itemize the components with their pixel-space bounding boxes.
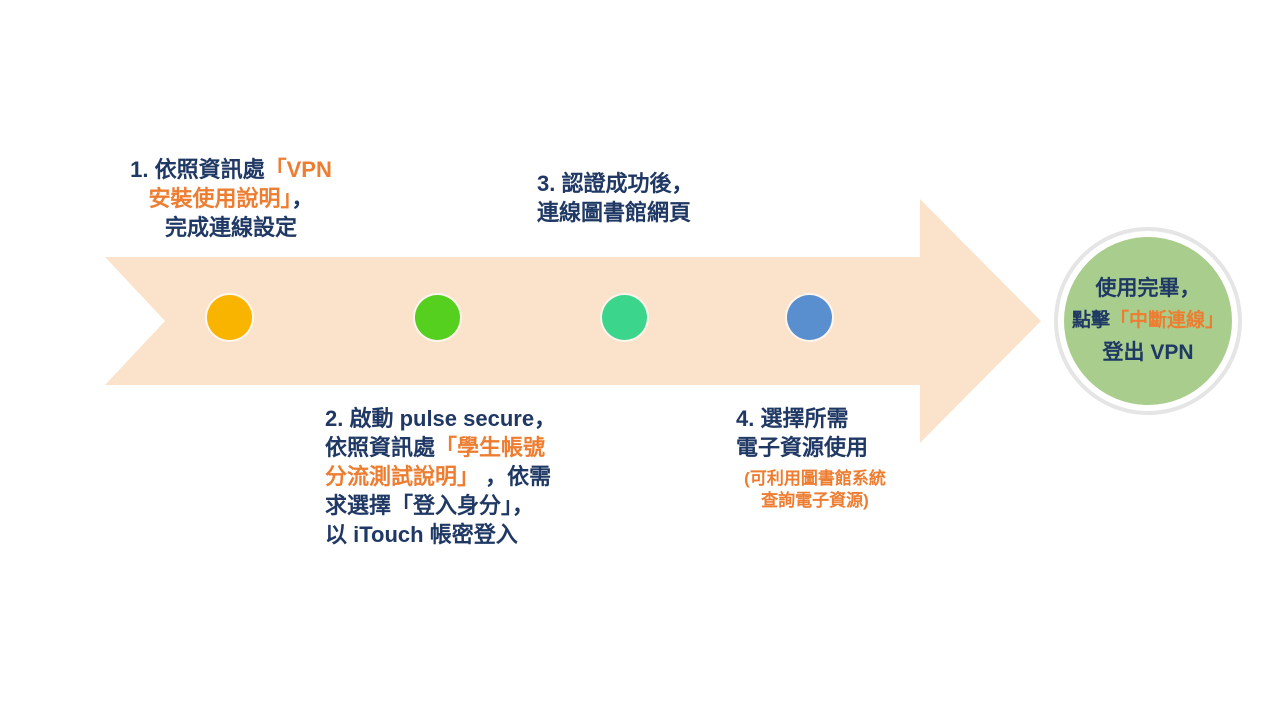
- step-1-line-1: 1. 依照資訊處「VPN: [110, 155, 352, 184]
- step-1-label: 1. 依照資訊處「VPN 安裝使用說明」， 完成連線設定: [110, 155, 352, 242]
- step-1-line-2-highlight: 安裝使用說明」: [148, 186, 292, 211]
- end-circle-line-1: 使用完畢，: [1096, 273, 1201, 305]
- step-2-line-5-text: 以 iTouch 帳密登入: [325, 522, 518, 547]
- step-1-line-3: 完成連線設定: [110, 213, 352, 242]
- step-2-line-2-text: 依照資訊處: [325, 435, 436, 460]
- step-2-line-3: 分流測試說明」 ，依需: [325, 462, 556, 491]
- step-2-label: 2. 啟動 pulse secure， 依照資訊處「學生帳號 分流測試說明」 ，…: [325, 404, 556, 549]
- step-4-note: (可利用圖書館系統 查詢電子資源): [725, 468, 905, 512]
- step-2-line-4: 求選擇「登入身分」，: [325, 491, 556, 520]
- step-4-dot: [787, 295, 832, 340]
- arrow-shape: [105, 199, 1041, 443]
- step-2-dot: [415, 295, 460, 340]
- step-3-label: 3. 認證成功後， 連線圖書館網頁: [537, 169, 693, 227]
- step-4-line-2-text: 電子資源使用: [736, 435, 869, 460]
- end-circle: 使用完畢， 點擊「中斷連線」 登出 VPN: [1064, 237, 1232, 405]
- step-4-note-line-2: 查詢電子資源): [761, 491, 869, 510]
- step-2-line-2-highlight: 「學生帳號: [435, 435, 546, 460]
- step-1-line-2: 安裝使用說明」，: [110, 184, 352, 213]
- step-1-line-1-highlight: 「VPN: [264, 157, 332, 182]
- step-3-dot: [602, 295, 647, 340]
- end-circle-line-2: 點擊「中斷連線」: [1072, 305, 1224, 337]
- step-4-line-2: 電子資源使用: [736, 433, 868, 462]
- step-2-line-1: 2. 啟動 pulse secure，: [325, 404, 556, 433]
- step-1-dot: [207, 295, 252, 340]
- step-3-line-1: 3. 認證成功後，: [537, 169, 693, 198]
- step-2-line-5: 以 iTouch 帳密登入: [325, 520, 556, 549]
- step-1-line-2-text: ，: [291, 186, 314, 211]
- step-2-line-2: 依照資訊處「學生帳號: [325, 433, 556, 462]
- step-4-line-1: 4. 選擇所需: [736, 404, 868, 433]
- step-3-line-2: 連線圖書館網頁: [537, 198, 693, 227]
- step-2-line-4-text: 求選擇「登入身分」，: [325, 493, 535, 518]
- step-3-line-1-text: 3. 認證成功後，: [537, 171, 694, 196]
- end-circle-line-1-text: 使用完畢，: [1095, 277, 1201, 300]
- step-1-line-3-text: 完成連線設定: [164, 215, 297, 240]
- end-circle-line-2-text: 點擊: [1071, 310, 1110, 331]
- step-2-line-3-highlight: 分流測試說明」: [325, 464, 480, 489]
- step-2-line-3-text: ，依需: [479, 464, 552, 489]
- end-circle-line-2-highlight: 「中斷連線」: [1110, 310, 1225, 331]
- step-4-label: 4. 選擇所需 電子資源使用: [736, 404, 868, 462]
- end-circle-line-3: 登出 VPN: [1102, 337, 1193, 369]
- step-4-note-line-1: (可利用圖書館系統: [744, 469, 886, 488]
- step-1-line-1-text: 1. 依照資訊處: [130, 157, 265, 182]
- step-2-line-1-text: 2. 啟動 pulse secure，: [325, 406, 557, 431]
- step-3-line-2-text: 連線圖書館網頁: [537, 200, 692, 225]
- step-4-line-1-text: 4. 選擇所需: [736, 406, 849, 431]
- end-circle-line-3-text: 登出 VPN: [1102, 341, 1194, 364]
